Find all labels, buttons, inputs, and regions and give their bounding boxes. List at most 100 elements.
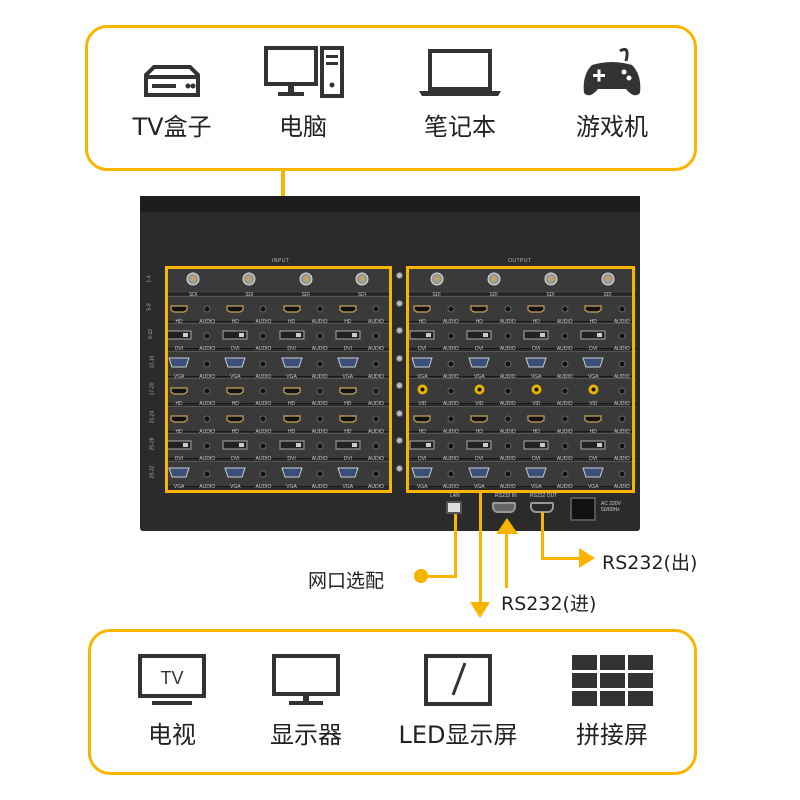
input-port-sdi[interactable]: SDI [342, 272, 382, 298]
input-port-audio[interactable]: AUDIO [300, 382, 340, 407]
input-port-audio[interactable]: AUDIO [300, 327, 340, 352]
output-port-sdi[interactable]: SDI [531, 272, 571, 298]
output-port-vga[interactable]: VGA [516, 465, 556, 490]
input-port-hd[interactable]: HD [159, 382, 199, 407]
input-port-audio[interactable]: AUDIO [187, 410, 227, 435]
input-port-hd[interactable]: HD [328, 410, 368, 435]
input-port-audio[interactable]: AUDIO [356, 382, 396, 407]
input-port-audio[interactable]: AUDIO [243, 437, 283, 462]
output-port-vid[interactable]: VID [459, 382, 499, 407]
input-port-audio[interactable]: AUDIO [243, 410, 283, 435]
output-port-hd[interactable]: HD [402, 410, 442, 435]
output-port-audio[interactable]: AUDIO [545, 465, 585, 490]
input-port-audio[interactable]: AUDIO [300, 410, 340, 435]
input-port-sdi[interactable]: SDI [229, 272, 269, 298]
input-port-hd[interactable]: HD [215, 382, 255, 407]
input-port-audio[interactable]: AUDIO [243, 382, 283, 407]
input-port-hd[interactable]: HD [272, 410, 312, 435]
input-port-hd[interactable]: HD [215, 300, 255, 325]
input-port-dvi[interactable]: DVI [272, 437, 312, 462]
input-port-vga[interactable]: VGA [272, 355, 312, 380]
input-port-vga[interactable]: VGA [215, 355, 255, 380]
output-port-vid[interactable]: VID [516, 382, 556, 407]
input-port-hd[interactable]: HD [159, 410, 199, 435]
output-port-hd[interactable]: HD [459, 410, 499, 435]
input-port-dvi[interactable]: DVI [215, 327, 255, 352]
output-port-audio[interactable]: AUDIO [602, 437, 642, 462]
input-port-audio[interactable]: AUDIO [187, 465, 227, 490]
output-port-vga[interactable]: VGA [516, 355, 556, 380]
output-port-audio[interactable]: AUDIO [602, 410, 642, 435]
output-port-dvi[interactable]: DVI [402, 437, 442, 462]
input-port-vga[interactable]: VGA [328, 355, 368, 380]
input-port-audio[interactable]: AUDIO [187, 437, 227, 462]
output-port-audio[interactable]: AUDIO [431, 382, 471, 407]
input-port-hd[interactable]: HD [215, 410, 255, 435]
output-port-audio[interactable]: AUDIO [431, 437, 471, 462]
output-port-audio[interactable]: AUDIO [431, 355, 471, 380]
input-port-audio[interactable]: AUDIO [356, 327, 396, 352]
input-port-hd[interactable]: HD [272, 300, 312, 325]
output-port-audio[interactable]: AUDIO [602, 382, 642, 407]
output-port-vga[interactable]: VGA [573, 355, 613, 380]
output-port-audio[interactable]: AUDIO [488, 382, 528, 407]
output-port-dvi[interactable]: DVI [573, 327, 613, 352]
input-port-hd[interactable]: HD [159, 300, 199, 325]
input-port-audio[interactable]: AUDIO [300, 355, 340, 380]
output-port-dvi[interactable]: DVI [573, 437, 613, 462]
input-port-hd[interactable]: HD [328, 300, 368, 325]
output-port-audio[interactable]: AUDIO [545, 437, 585, 462]
output-port-hd[interactable]: HD [516, 300, 556, 325]
input-port-audio[interactable]: AUDIO [243, 355, 283, 380]
output-port-dvi[interactable]: DVI [459, 327, 499, 352]
output-port-audio[interactable]: AUDIO [488, 300, 528, 325]
output-port-dvi[interactable]: DVI [516, 327, 556, 352]
output-port-audio[interactable]: AUDIO [488, 410, 528, 435]
output-port-audio[interactable]: AUDIO [431, 327, 471, 352]
input-port-audio[interactable]: AUDIO [356, 465, 396, 490]
output-port-dvi[interactable]: DVI [459, 437, 499, 462]
output-port-audio[interactable]: AUDIO [602, 355, 642, 380]
input-port-audio[interactable]: AUDIO [356, 437, 396, 462]
output-port-audio[interactable]: AUDIO [431, 465, 471, 490]
input-port-vga[interactable]: VGA [159, 355, 199, 380]
output-port-audio[interactable]: AUDIO [488, 355, 528, 380]
output-port-audio[interactable]: AUDIO [545, 410, 585, 435]
input-port-dvi[interactable]: DVI [215, 437, 255, 462]
input-port-dvi[interactable]: DVI [272, 327, 312, 352]
output-port-audio[interactable]: AUDIO [488, 465, 528, 490]
output-port-hd[interactable]: HD [573, 410, 613, 435]
input-port-audio[interactable]: AUDIO [243, 300, 283, 325]
input-port-hd[interactable]: HD [272, 382, 312, 407]
output-port-audio[interactable]: AUDIO [488, 437, 528, 462]
input-port-audio[interactable]: AUDIO [187, 327, 227, 352]
output-port-sdi[interactable]: SDI [417, 272, 457, 298]
output-port-sdi[interactable]: SDI [588, 272, 628, 298]
input-port-dvi[interactable]: DVI [328, 437, 368, 462]
input-port-vga[interactable]: VGA [328, 465, 368, 490]
output-port-audio[interactable]: AUDIO [545, 382, 585, 407]
output-port-dvi[interactable]: DVI [516, 437, 556, 462]
output-port-vga[interactable]: VGA [459, 465, 499, 490]
lan-port[interactable] [446, 501, 462, 514]
output-port-audio[interactable]: AUDIO [602, 300, 642, 325]
output-port-audio[interactable]: AUDIO [545, 300, 585, 325]
input-port-audio[interactable]: AUDIO [243, 327, 283, 352]
input-port-audio[interactable]: AUDIO [187, 355, 227, 380]
output-port-audio[interactable]: AUDIO [431, 300, 471, 325]
input-port-audio[interactable]: AUDIO [300, 465, 340, 490]
input-port-audio[interactable]: AUDIO [243, 465, 283, 490]
output-port-hd[interactable]: HD [573, 300, 613, 325]
output-port-hd[interactable]: HD [516, 410, 556, 435]
input-port-sdi[interactable]: SDI [173, 272, 213, 298]
output-port-vga[interactable]: VGA [573, 465, 613, 490]
input-port-vga[interactable]: VGA [215, 465, 255, 490]
output-port-dvi[interactable]: DVI [402, 327, 442, 352]
output-port-vid[interactable]: VID [573, 382, 613, 407]
rs232-in-port[interactable] [492, 502, 516, 513]
input-port-audio[interactable]: AUDIO [300, 437, 340, 462]
input-port-vga[interactable]: VGA [159, 465, 199, 490]
input-port-vga[interactable]: VGA [272, 465, 312, 490]
output-port-audio[interactable]: AUDIO [545, 327, 585, 352]
output-port-audio[interactable]: AUDIO [602, 327, 642, 352]
